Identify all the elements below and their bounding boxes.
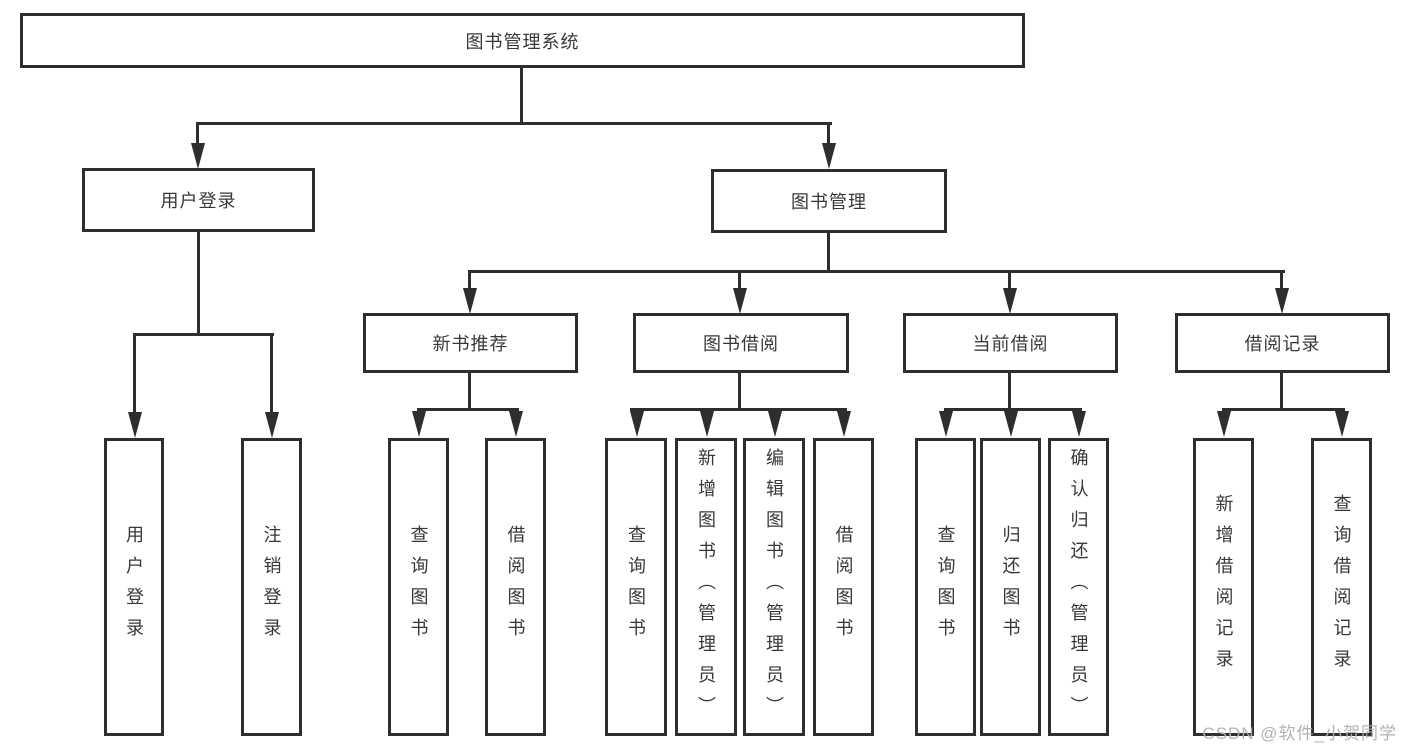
connector-line bbox=[270, 333, 273, 413]
leaf-borrow-books: 借阅图书 bbox=[813, 438, 874, 736]
leaf-label: 新增借阅记录 bbox=[1213, 494, 1234, 680]
leaf-label: 新增图书（管理员） bbox=[696, 447, 716, 727]
connector-line bbox=[738, 373, 741, 411]
node-borrow-record: 借阅记录 bbox=[1175, 313, 1390, 373]
down-arrow-icon bbox=[463, 288, 477, 314]
down-arrow-icon bbox=[128, 412, 142, 438]
node-label: 用户登录 bbox=[160, 191, 237, 211]
down-arrow-icon bbox=[1217, 411, 1231, 437]
connector-line bbox=[196, 122, 832, 125]
leaf-label: 查询图书 bbox=[935, 525, 956, 649]
leaf-logout-login: 注销登录 bbox=[241, 438, 302, 736]
connector-line bbox=[197, 232, 200, 336]
leaf-label: 查询图书 bbox=[626, 525, 646, 649]
leaf-borrow-books: 借阅图书 bbox=[485, 438, 546, 736]
connector-line bbox=[1222, 408, 1345, 411]
down-arrow-icon bbox=[939, 411, 953, 437]
connector-line bbox=[1008, 270, 1011, 290]
leaf-user-login: 用户登录 bbox=[104, 438, 164, 736]
down-arrow-icon bbox=[768, 411, 782, 437]
node-label: 新书推荐 bbox=[432, 334, 509, 354]
leaf-query-borrow-record: 查询借阅记录 bbox=[1311, 438, 1372, 736]
connector-line bbox=[827, 233, 830, 273]
leaf-label: 编辑图书（管理员） bbox=[764, 447, 784, 727]
leaf-label: 确认归还（管理员） bbox=[1068, 447, 1089, 727]
connector-line bbox=[520, 68, 523, 124]
connector-line bbox=[944, 408, 1082, 411]
connector-line bbox=[133, 333, 274, 336]
connector-line bbox=[1280, 373, 1283, 411]
csdn-watermark: CSDN @软件_小贺同学 bbox=[1202, 724, 1397, 743]
node-label: 图书借阅 bbox=[703, 334, 779, 354]
down-arrow-icon bbox=[822, 143, 836, 169]
node-label: 图书管理系统 bbox=[465, 31, 580, 52]
down-arrow-icon bbox=[837, 411, 851, 437]
node-new-book-recommend: 新书推荐 bbox=[363, 313, 578, 373]
leaf-return-books: 归还图书 bbox=[980, 438, 1041, 736]
leaf-confirm-return-admin: 确认归还（管理员） bbox=[1048, 438, 1109, 736]
node-label: 当前借阅 bbox=[972, 334, 1049, 354]
connector-line bbox=[468, 270, 471, 290]
leaf-label: 查询借阅记录 bbox=[1331, 494, 1352, 680]
connector-line bbox=[133, 333, 136, 413]
connector-line bbox=[196, 122, 199, 144]
connector-line bbox=[1280, 270, 1283, 290]
leaf-query-books: 查询图书 bbox=[605, 438, 667, 736]
down-arrow-icon bbox=[509, 411, 523, 437]
node-user-login: 用户登录 bbox=[82, 168, 315, 232]
down-arrow-icon bbox=[265, 412, 279, 438]
leaf-label: 查询图书 bbox=[408, 525, 429, 649]
down-arrow-icon bbox=[733, 288, 747, 314]
connector-line bbox=[468, 373, 471, 411]
node-current-borrow: 当前借阅 bbox=[903, 313, 1118, 373]
connector-line bbox=[738, 270, 741, 290]
down-arrow-icon bbox=[1335, 411, 1349, 437]
down-arrow-icon bbox=[1275, 288, 1289, 314]
node-library-management-system: 图书管理系统 bbox=[20, 13, 1025, 68]
down-arrow-icon bbox=[412, 411, 426, 437]
node-book-management: 图书管理 bbox=[711, 169, 947, 233]
leaf-add-borrow-record: 新增借阅记录 bbox=[1193, 438, 1254, 736]
leaf-add-book-admin: 新增图书（管理员） bbox=[675, 438, 737, 736]
leaf-edit-book-admin: 编辑图书（管理员） bbox=[743, 438, 805, 736]
node-label: 图书管理 bbox=[791, 192, 867, 212]
leaf-label: 归还图书 bbox=[1000, 525, 1021, 649]
node-label: 借阅记录 bbox=[1244, 334, 1321, 354]
down-arrow-icon bbox=[1072, 411, 1086, 437]
connector-line bbox=[417, 408, 519, 411]
connector-line bbox=[827, 122, 830, 144]
connector-line bbox=[630, 408, 847, 411]
down-arrow-icon bbox=[700, 411, 714, 437]
node-book-borrow: 图书借阅 bbox=[633, 313, 849, 373]
leaf-label: 借阅图书 bbox=[833, 525, 854, 649]
down-arrow-icon bbox=[1004, 411, 1018, 437]
leaf-label: 借阅图书 bbox=[505, 525, 526, 649]
leaf-label: 注销登录 bbox=[261, 525, 282, 649]
connector-line bbox=[1008, 373, 1011, 411]
leaf-query-books: 查询图书 bbox=[915, 438, 976, 736]
connector-line bbox=[468, 270, 1285, 273]
leaf-query-books: 查询图书 bbox=[388, 438, 449, 736]
down-arrow-icon bbox=[630, 411, 644, 437]
leaf-label: 用户登录 bbox=[124, 525, 144, 649]
down-arrow-icon bbox=[1003, 288, 1017, 314]
down-arrow-icon bbox=[191, 143, 205, 169]
